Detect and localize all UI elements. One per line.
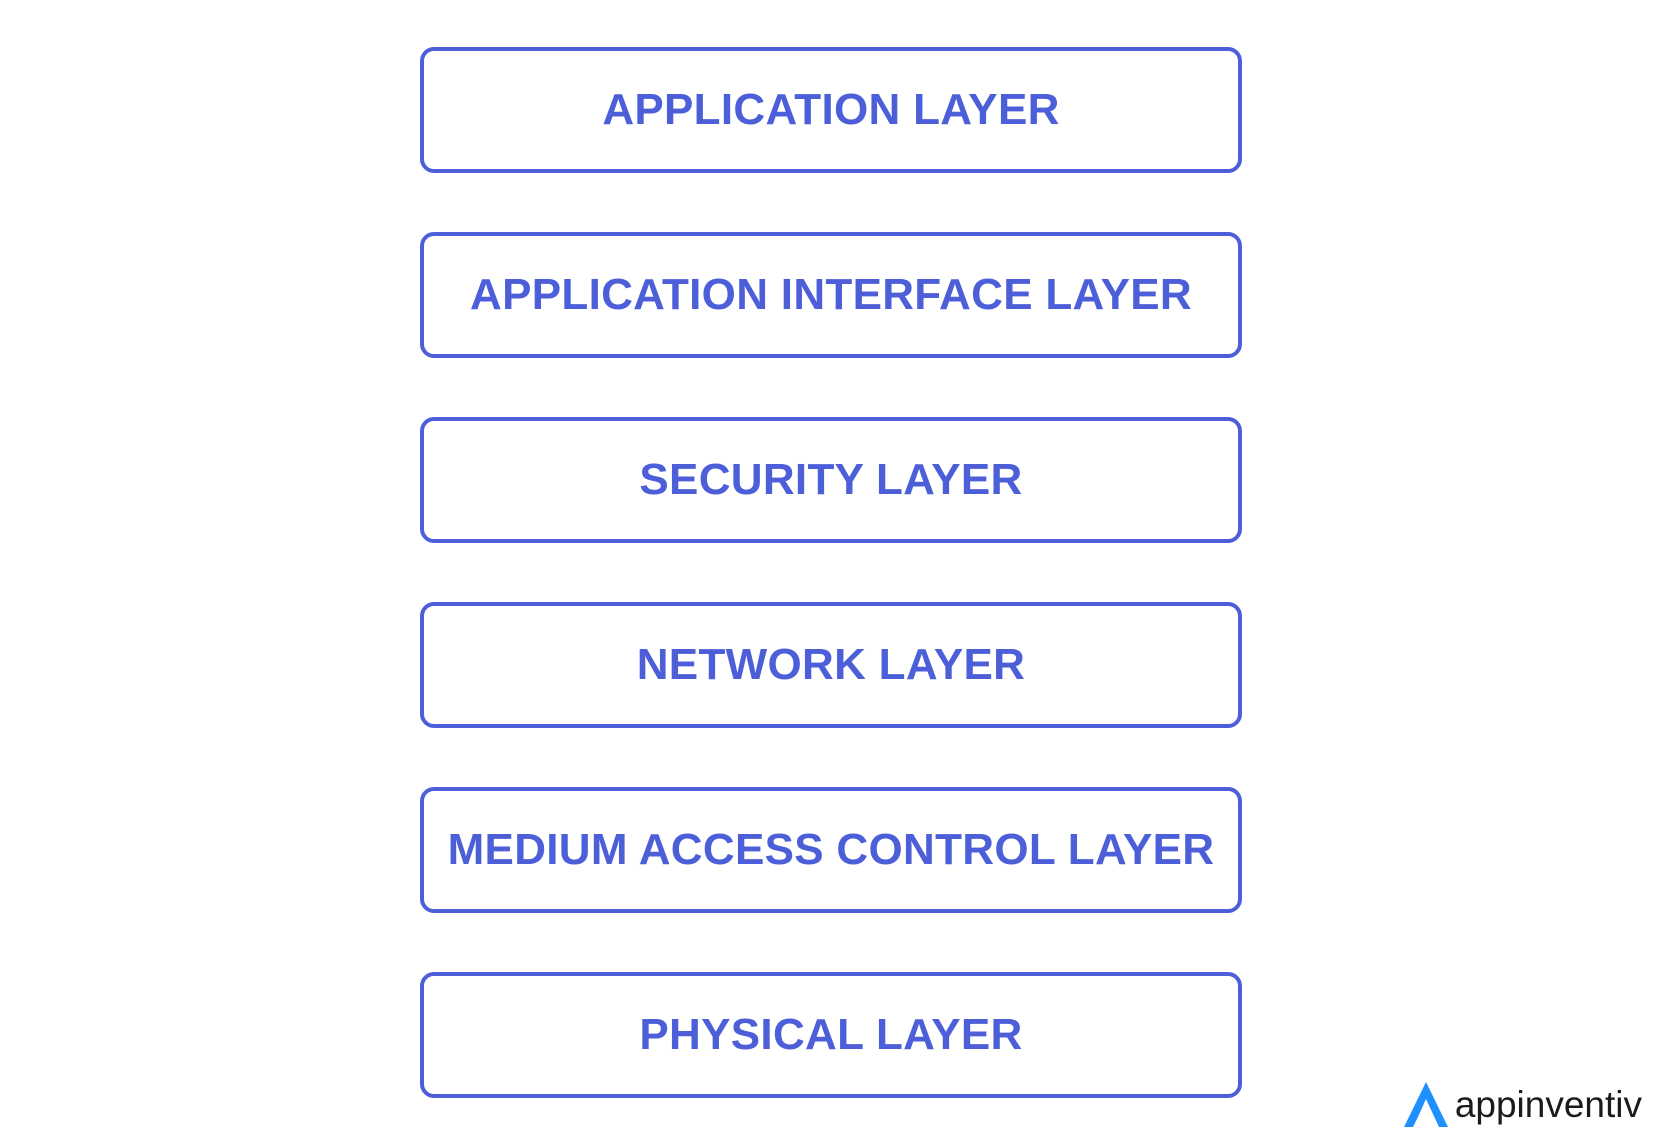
layer-box-medium-access-control: MEDIUM ACCESS CONTROL LAYER xyxy=(420,787,1242,913)
appinventiv-logo-icon xyxy=(1401,1078,1451,1130)
layer-label: NETWORK LAYER xyxy=(636,640,1026,689)
layer-label: MEDIUM ACCESS CONTROL LAYER xyxy=(447,825,1215,874)
layer-label: APPLICATION INTERFACE LAYER xyxy=(470,270,1192,319)
layer-stack: APPLICATION LAYER APPLICATION INTERFACE … xyxy=(420,47,1242,1098)
layer-box-network: NETWORK LAYER xyxy=(420,602,1242,728)
brand-logo: appinventiv xyxy=(1401,1078,1642,1130)
layer-label: APPLICATION LAYER xyxy=(602,85,1060,134)
layer-label: SECURITY LAYER xyxy=(639,455,1023,504)
layer-box-application-interface: APPLICATION INTERFACE LAYER xyxy=(420,232,1242,358)
layer-label: PHYSICAL LAYER xyxy=(639,1010,1023,1059)
layer-box-security: SECURITY LAYER xyxy=(420,417,1242,543)
layer-box-application: APPLICATION LAYER xyxy=(420,47,1242,173)
layer-box-physical: PHYSICAL LAYER xyxy=(420,972,1242,1098)
brand-wordmark: appinventiv xyxy=(1454,1083,1642,1125)
